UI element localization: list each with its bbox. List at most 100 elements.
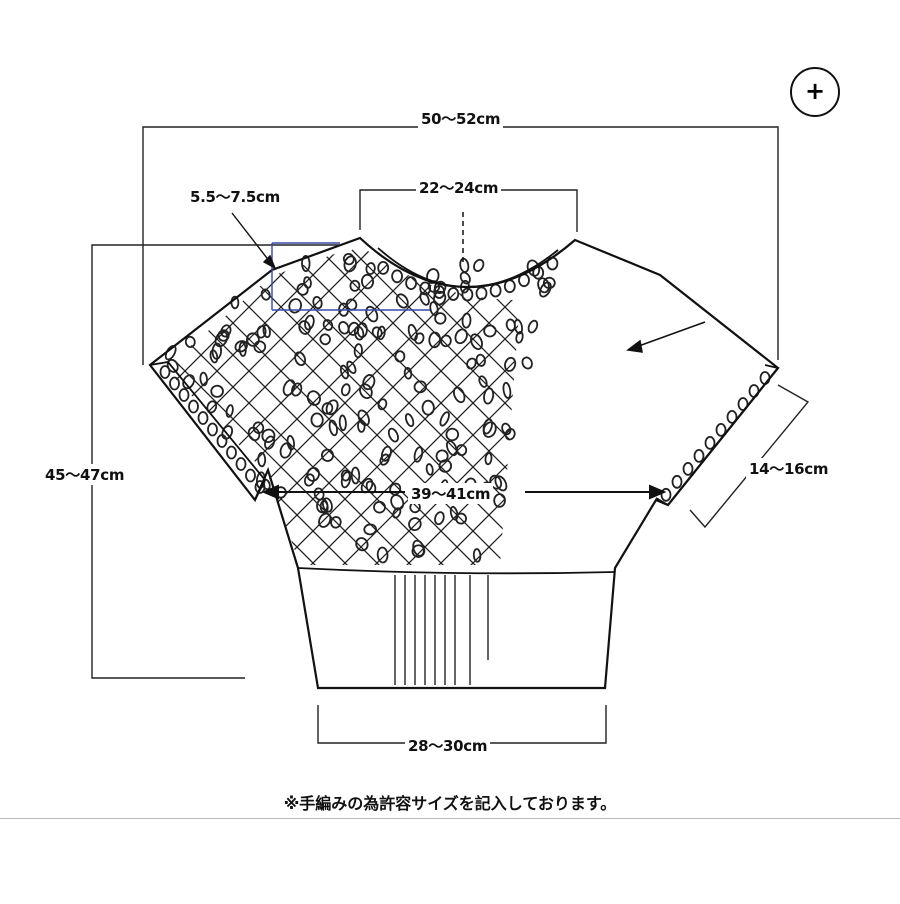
cuff-dot [715,422,727,437]
pattern-dot [425,463,434,476]
pattern-dot [220,324,232,338]
cuff-dot [759,371,771,385]
neckband-dot [377,260,390,275]
lattice-line [295,249,520,565]
pattern-dot [306,390,321,406]
cuff-dot [178,388,190,402]
pattern-dot [452,386,466,404]
pattern-dot [296,283,309,296]
cuff-dot [671,474,683,489]
pattern-dot [504,427,516,441]
lattice-line [519,249,520,565]
pattern-dot [338,414,347,432]
pattern-dot [449,505,459,521]
pattern-dot [461,312,472,329]
pattern-dot [252,421,265,434]
pattern-dot [362,374,376,391]
neckband-dot [405,276,418,291]
pattern-dot [484,452,493,466]
lattice-line [584,250,900,580]
pattern-dot [343,255,357,273]
lattice-line [287,249,520,565]
lattice-line [359,249,520,565]
waistband-ribs [394,575,489,685]
pattern-dot [340,383,351,397]
lattice-line [552,250,882,580]
neckband [359,237,576,288]
pattern-dot [521,356,533,370]
right-sleeve-cuff [655,364,780,507]
lattice-line [165,249,339,565]
cuff-dot [693,448,705,463]
pattern-dot [288,298,303,314]
pattern-dot [473,258,485,272]
lattice-line [231,249,520,565]
cuff-dot [188,399,199,414]
neckband-dot [475,286,488,301]
pattern-dot [459,257,470,273]
shoulder-drop-lines [271,242,430,311]
pattern-dot [433,290,447,306]
chest-width-label: 39～41cm [408,483,494,504]
pattern-dot [470,333,483,351]
pattern-dot [320,448,335,462]
left-sleeve-cuff [149,361,267,501]
pattern-dot [390,494,405,511]
lattice-line [327,249,520,565]
zoom-in-button[interactable]: + [790,67,840,117]
lattice-line [191,249,520,565]
cuff-dot [197,411,209,425]
pattern-dot [483,324,497,338]
pattern-dot [501,422,512,436]
lattice-line [415,249,520,565]
pattern-dot [454,328,468,345]
neckband-dot [433,285,446,299]
pattern-dot [353,343,363,359]
lattice-line [165,249,435,565]
size-note: ※手編みの為許容サイズを記入しております。 [283,794,617,813]
pattern-dot [322,319,334,331]
sleeve-opening-label: 14～16cm [746,458,832,479]
lattice-line [165,249,331,565]
pattern-dot [184,335,196,348]
lattice-line [576,250,900,580]
lattice-line [165,249,395,565]
pattern-dot [210,384,224,398]
pattern-dot [392,507,402,519]
pattern-dot [483,387,495,405]
pattern-dot [350,466,361,485]
lattice-line [423,249,520,565]
shoulder-drop-pointer [231,212,277,270]
shoulder-drop-label: 5.5～7.5cm [187,186,283,207]
pattern-dot [395,293,409,309]
neckband-dot [391,269,404,284]
pattern-dot [502,381,512,399]
pattern-dot [440,334,452,348]
pattern-dot [389,482,402,496]
pattern-dot [373,500,386,514]
pattern-dot [478,375,488,388]
lattice-line [351,249,520,565]
pattern-dot [253,340,267,354]
lattice-line [487,249,520,565]
pattern-dot [455,512,468,525]
lattice-line [511,249,520,565]
pattern-dot [365,262,376,276]
cuff-dot [254,480,266,494]
pattern-dot [360,273,375,290]
cuff-dot [169,376,180,391]
pattern-dot [339,364,350,380]
sweater-outline [148,236,780,690]
pattern-dot [376,546,389,564]
pattern-dot [435,449,449,463]
pattern-dot [459,271,471,285]
cuff-dot [660,487,672,502]
neckband-dot [461,287,474,302]
pattern-dot [211,342,223,360]
pattern-dot [404,413,415,428]
pattern-dot [257,452,267,468]
lattice-line [616,250,900,580]
pattern-dot [439,411,450,427]
pattern-dot [346,360,357,374]
pattern-dot [414,332,425,345]
